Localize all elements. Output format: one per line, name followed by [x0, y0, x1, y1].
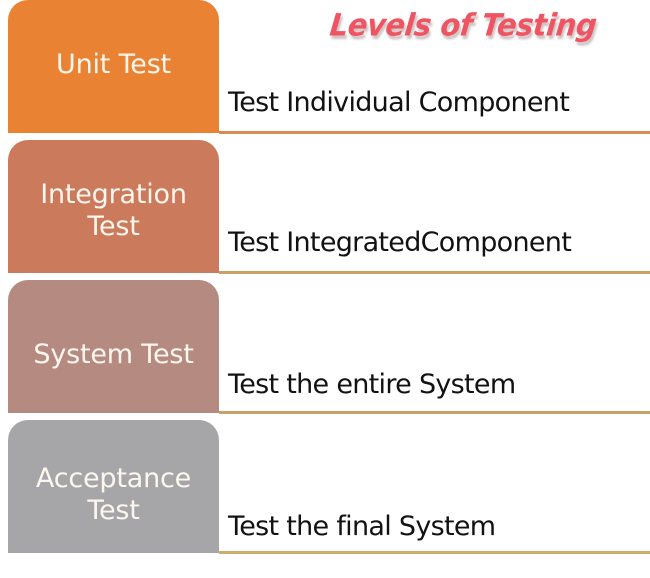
row-divider — [219, 131, 650, 134]
level-box-integration-test: Integration Test — [8, 140, 219, 273]
level-row-system-test: System Test Test the entire System — [0, 280, 650, 420]
row-divider — [219, 551, 650, 554]
row-divider — [219, 271, 650, 274]
level-row-unit-test: Unit Test Test Individual Component — [0, 0, 650, 140]
level-label-unit-test: Unit Test — [56, 48, 171, 80]
level-row-integration-test: Integration Test Test IntegratedComponen… — [0, 140, 650, 280]
level-box-system-test: System Test — [8, 280, 219, 413]
level-description-integration-test: Test IntegratedComponent — [228, 227, 572, 258]
row-divider — [219, 411, 650, 414]
level-description-acceptance-test: Test the final System — [228, 511, 496, 542]
level-row-acceptance-test: Acceptance Test Test the final System — [0, 420, 650, 560]
level-description-unit-test: Test Individual Component — [228, 87, 570, 118]
level-description-system-test: Test the entire System — [228, 369, 516, 400]
level-label-integration-test: Integration Test — [40, 179, 187, 242]
level-box-acceptance-test: Acceptance Test — [8, 420, 219, 553]
level-box-unit-test: Unit Test — [8, 0, 219, 133]
level-label-system-test: System Test — [33, 338, 194, 370]
level-label-acceptance-test: Acceptance Test — [35, 463, 192, 526]
